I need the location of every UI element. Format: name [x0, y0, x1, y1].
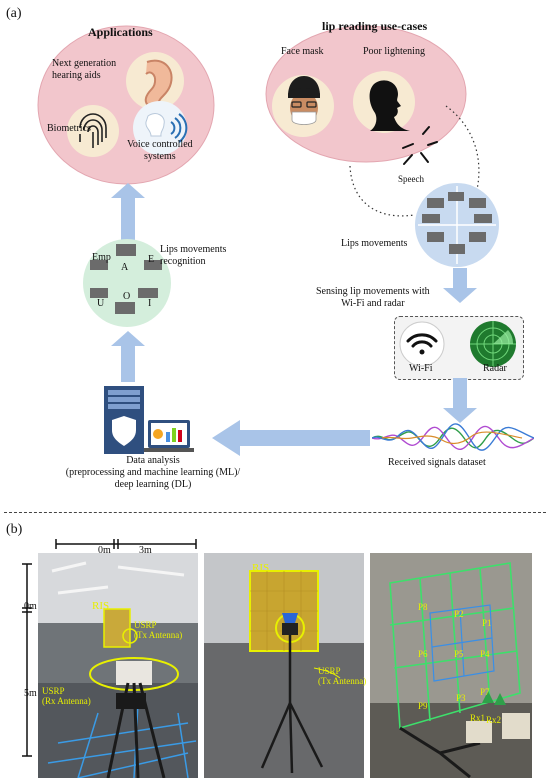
arrow-down-1 [443, 268, 477, 303]
connector-lines [349, 105, 480, 217]
panel-divider [4, 512, 546, 513]
applications-ellipse [37, 25, 215, 185]
photo2-ris-label: RIS [252, 562, 270, 574]
data-analysis-label: Data analysis (preprocessing and machine… [65, 455, 241, 490]
left-scale-bar [22, 563, 32, 757]
wifi-label: Wi-Fi [409, 363, 433, 374]
photo-lab-room [38, 553, 198, 778]
grid-label-p2: P2 [454, 609, 464, 619]
biometrics-label: Biometrics [47, 123, 91, 134]
recognition-a: A [121, 262, 129, 273]
radar-label: Radar [483, 363, 507, 374]
scale-0m: 0m [98, 545, 111, 556]
applications-title: Applications [88, 25, 153, 39]
arrow-down-2 [443, 378, 477, 423]
photo-grid-floor [370, 553, 532, 778]
photo2-usrp-tx-label: USRP (Tx Antenna) [318, 666, 367, 686]
recognition-circle [83, 239, 171, 327]
panel-b-label: (b) [6, 522, 23, 537]
recognition-i: I [148, 298, 152, 309]
photo1-ris-label: RIS [92, 600, 110, 612]
recognition-emp: Emp [92, 252, 111, 263]
grid-label-p5: P5 [454, 649, 464, 659]
grid-label-p7: P7 [480, 687, 490, 697]
photo1-usrp-rx-label: USRP (Rx Antenna) [42, 686, 91, 706]
voice-systems-label: Voice controlled systems [127, 139, 193, 162]
grid-label-p8: P8 [418, 602, 428, 612]
sensing-label: Sensing lip movements with Wi-Fi and rad… [316, 286, 430, 309]
arrow-up-2 [111, 183, 145, 240]
speech-label: Speech [398, 174, 424, 184]
use-cases-ellipse [265, 25, 467, 163]
grid-label-rx2: Rx2 [486, 715, 502, 725]
recognition-u: U [97, 298, 105, 309]
top-scale-bar [55, 539, 197, 549]
grid-label-p1: P1 [482, 618, 492, 628]
recognition-o: O [123, 291, 131, 302]
received-signals-waveform [372, 423, 534, 451]
lips-movements-label: Lips movements [341, 238, 408, 249]
received-dataset-label: Received signals dataset [388, 457, 486, 468]
poor-lighting-label: Poor lightening [363, 46, 425, 57]
data-analysis-icon [104, 386, 194, 454]
left-scale-0m: 0m [24, 601, 37, 612]
recognition-title: Lips movements recognition [160, 244, 227, 267]
scale-3m: 3m [139, 545, 152, 556]
panel-a-label: (a) [6, 6, 22, 21]
face-mask-label: Face mask [281, 46, 324, 57]
arrow-left [212, 420, 370, 456]
lips-movements-circle [415, 183, 499, 267]
arrow-up-1 [111, 331, 145, 382]
grid-label-p3: P3 [456, 693, 466, 703]
use-cases-title: lip reading use-cases [322, 19, 428, 33]
left-scale-5m: 5m [24, 688, 37, 699]
recognition-e: E [148, 254, 155, 265]
photo-ris-tripod [204, 553, 364, 778]
grid-label-p6: P6 [418, 649, 428, 659]
grid-label-rx1: Rx1 [470, 713, 486, 723]
photo1-usrp-tx-label: USRP (Tx Antenna) [134, 620, 183, 640]
grid-label-p9: P9 [418, 701, 428, 711]
sensing-icons [399, 321, 516, 367]
grid-label-p4: P4 [480, 649, 490, 659]
hearing-aids-label: Next generation hearing aids [52, 58, 117, 81]
